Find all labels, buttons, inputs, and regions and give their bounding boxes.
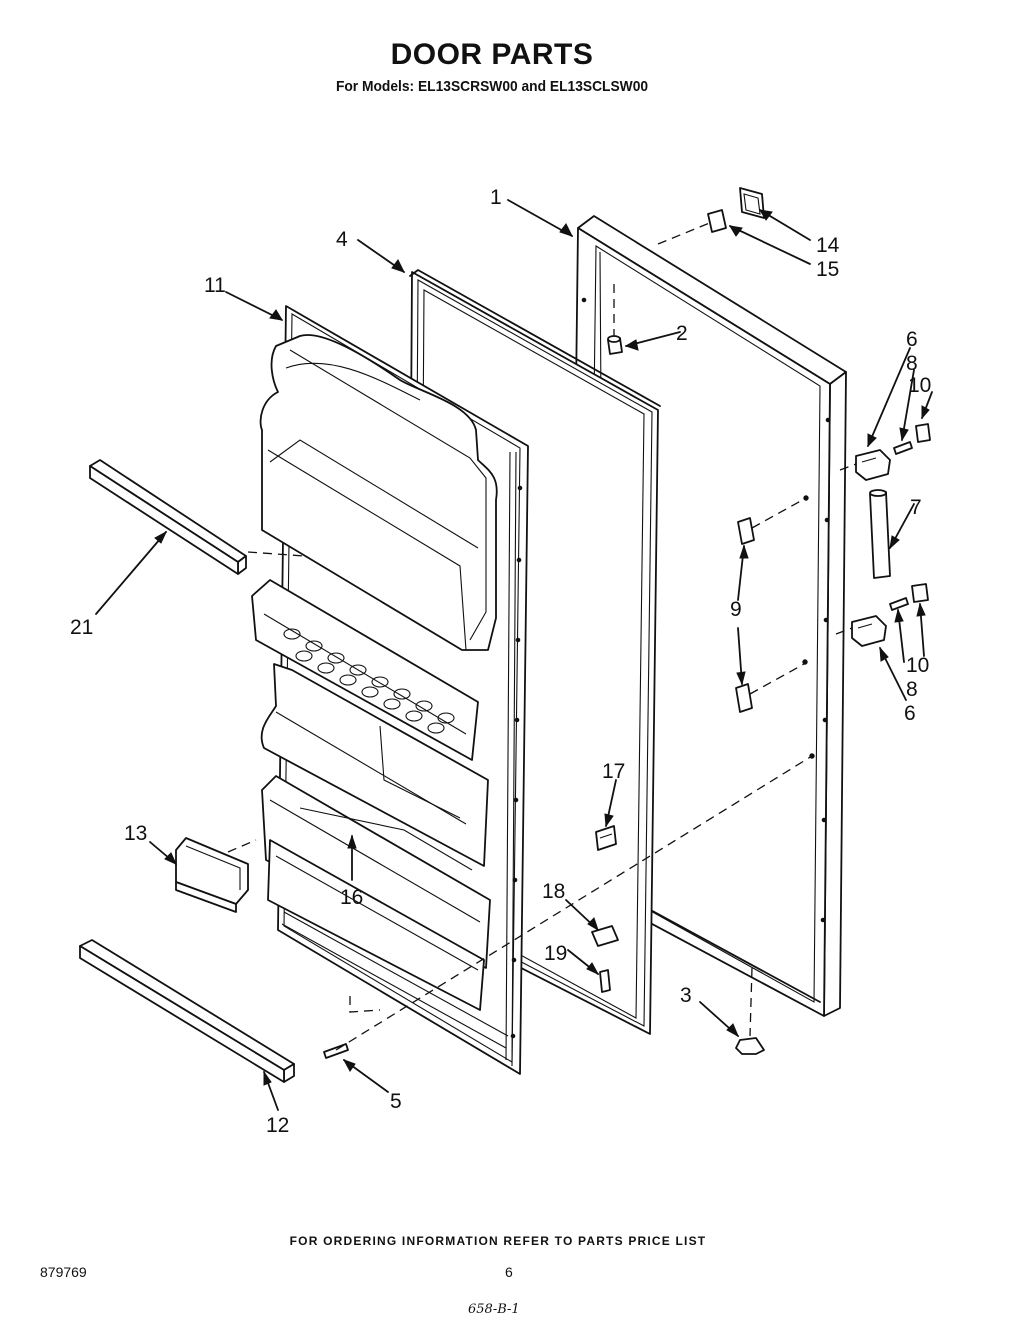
part-10-cap-lower bbox=[911, 583, 929, 603]
handwritten-note: 658-B-1 bbox=[468, 1302, 520, 1317]
bottom-trim-strip bbox=[79, 939, 295, 1083]
door-liner bbox=[251, 305, 529, 1075]
callout-5: 5 bbox=[390, 1090, 402, 1113]
callout-6-lower: 6 bbox=[904, 702, 916, 725]
callout-10-upper: 10 bbox=[908, 374, 931, 397]
part-9-clip-lower bbox=[735, 683, 753, 713]
callout-18: 18 bbox=[542, 880, 565, 903]
page-number: 6 bbox=[505, 1264, 513, 1280]
part-8-screw-lower bbox=[889, 597, 909, 611]
callout-1: 1 bbox=[490, 186, 502, 209]
page-title: DOOR PARTS bbox=[390, 38, 594, 71]
callout-6-upper: 6 bbox=[906, 328, 918, 351]
part-15-shim bbox=[707, 209, 727, 233]
callout-8-lower: 8 bbox=[906, 678, 918, 701]
callout-labels: 1 4 11 2 14 15 6 8 10 7 9 10 8 6 17 18 1… bbox=[70, 186, 931, 1137]
part-2-plug bbox=[607, 335, 623, 355]
callout-4: 4 bbox=[336, 228, 348, 251]
part-6-hinge-lower bbox=[851, 615, 887, 647]
callout-15: 15 bbox=[816, 258, 839, 281]
callout-12: 12 bbox=[266, 1114, 289, 1137]
leader-arrows bbox=[95, 199, 933, 1111]
callout-21: 21 bbox=[70, 616, 93, 639]
document-number: 879769 bbox=[40, 1264, 87, 1280]
part-7-hinge-cover bbox=[869, 489, 891, 579]
alignment-lines bbox=[227, 221, 857, 1051]
ordering-note: FOR ORDERING INFORMATION REFER TO PARTS … bbox=[289, 1234, 707, 1248]
part-6-hinge-upper bbox=[855, 449, 891, 481]
part-19-screw bbox=[599, 969, 611, 993]
part-3-foot bbox=[735, 1037, 765, 1055]
callout-9: 9 bbox=[730, 598, 742, 621]
callout-3: 3 bbox=[680, 984, 692, 1007]
part-9-clip-upper bbox=[737, 517, 755, 545]
callout-17: 17 bbox=[602, 760, 625, 783]
callout-13: 13 bbox=[124, 822, 147, 845]
bin-cover bbox=[175, 837, 249, 913]
callout-7: 7 bbox=[910, 496, 922, 519]
part-5-screw bbox=[323, 1043, 349, 1059]
callout-10-lower: 10 bbox=[906, 654, 929, 677]
part-14-bracket bbox=[739, 187, 765, 219]
callout-11: 11 bbox=[204, 274, 226, 297]
callout-8-upper: 8 bbox=[906, 352, 918, 375]
callout-14: 14 bbox=[816, 234, 840, 257]
part-18-bracket bbox=[591, 925, 619, 947]
part-10-cap-upper bbox=[915, 423, 931, 443]
model-subtitle: For Models: EL13SCRSW00 and EL13SCLSW00 bbox=[335, 78, 649, 95]
part-8-screw-upper bbox=[893, 441, 913, 455]
top-trim-strip bbox=[89, 459, 247, 575]
callout-19: 19 bbox=[544, 942, 567, 965]
callout-16: 16 bbox=[340, 886, 363, 909]
part-17-stop bbox=[595, 825, 617, 851]
callout-2: 2 bbox=[676, 322, 688, 345]
